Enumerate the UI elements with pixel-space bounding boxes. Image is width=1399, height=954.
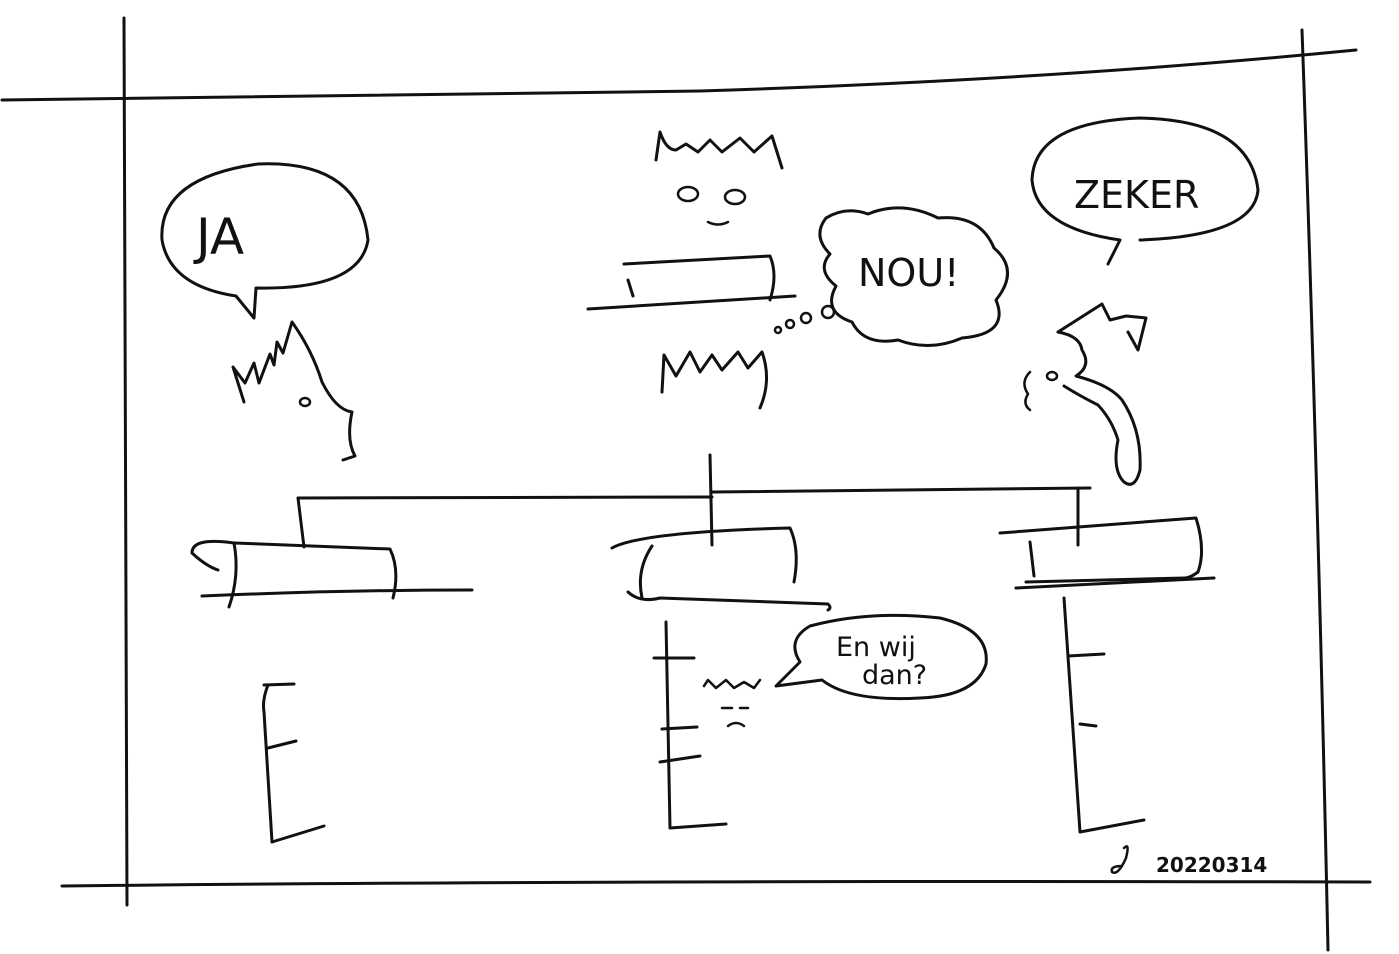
speech-bubble-right: ZEKER — [1030, 116, 1260, 266]
speech-bubble-left: JA — [160, 162, 370, 320]
speech-bubble-bottom: En wij dan? — [774, 613, 988, 701]
desk-left — [190, 539, 474, 844]
speech-text-center: NOU! — [858, 251, 959, 295]
speech-text-right: ZEKER — [1074, 173, 1199, 217]
signature: 20220314 — [1110, 845, 1267, 877]
desk-middle — [610, 526, 832, 830]
desk-right — [998, 516, 1216, 834]
figure-bottom — [702, 678, 762, 728]
figure-left — [231, 320, 357, 462]
speech-text-bottom-line2: dan? — [862, 660, 927, 691]
signature-date: 20220314 — [1156, 853, 1267, 877]
frame — [0, 16, 1372, 952]
speech-text-left: JA — [193, 208, 244, 266]
figure-right — [1023, 302, 1148, 486]
desk-top — [586, 254, 797, 311]
figure-boss — [654, 130, 784, 410]
speech-text-bottom-line1: En wij — [836, 632, 916, 663]
thought-bubble-center: NOU! — [773, 206, 1009, 348]
